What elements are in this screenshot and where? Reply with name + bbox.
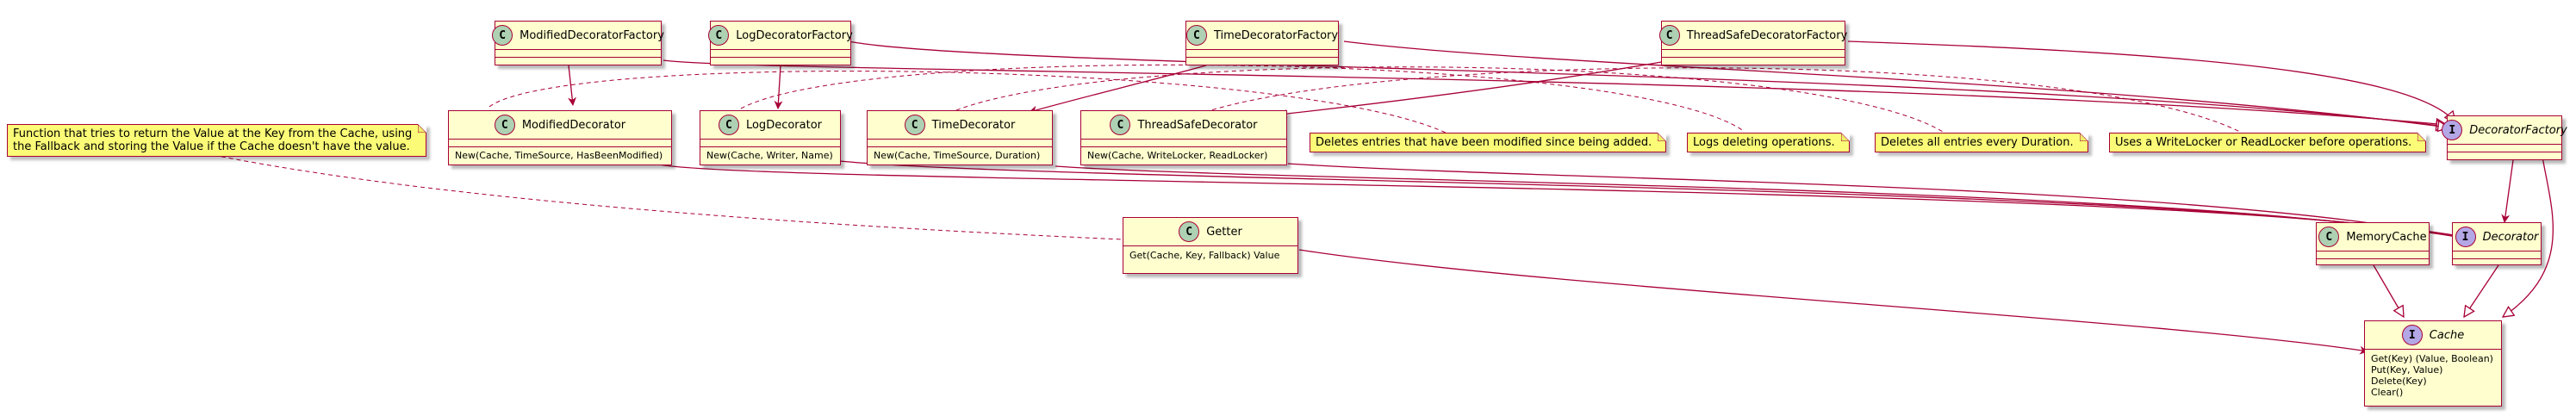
- modified-note-link: [488, 71, 1448, 134]
- td-realizes-decorator: [1055, 165, 2467, 239]
- interface-decorator-factory[interactable]: I DecoratorFactory: [2442, 115, 2567, 160]
- class-icon: C: [718, 115, 739, 135]
- note-fold-icon: [2417, 133, 2427, 141]
- interface-decorator[interactable]: I Decorator: [2452, 222, 2542, 265]
- memcache-realizes-cache: [2373, 264, 2404, 317]
- method: New(Cache, TimeSource, Duration): [874, 150, 1041, 161]
- note-fold-icon: [1658, 133, 1667, 141]
- method: Delete(Key): [2371, 376, 2427, 387]
- class-name: MemoryCache: [2346, 230, 2427, 244]
- note-line: Deletes entries that have been modified …: [1316, 136, 1652, 149]
- note-modified: Deletes entries that have been modified …: [1310, 133, 1667, 152]
- interface-name: DecoratorFactory: [2469, 123, 2567, 137]
- ldf-realizes-df: [848, 40, 2447, 127]
- class-name: LogDecorator: [745, 118, 823, 132]
- interface-name: Cache: [2429, 328, 2465, 342]
- class-icon: C: [1185, 25, 1207, 46]
- class-icon: C: [1658, 25, 1680, 46]
- class-thread-safe-decorator[interactable]: C ThreadSafeDecorator New(Cache, WriteLoc…: [1080, 110, 1287, 165]
- getter-to-cache-arrow: [1298, 249, 2368, 355]
- class-memory-cache[interactable]: C MemoryCache: [2316, 222, 2430, 265]
- class-log-decorator-factory[interactable]: C LogDecoratorFactory: [708, 21, 853, 65]
- tsdf-realizes-df: [1847, 40, 2455, 122]
- class-modified-decorator[interactable]: C ModifiedDecorator New(Cache, TimeSource…: [448, 110, 672, 165]
- class-icon: C: [904, 115, 925, 135]
- note-fold-icon: [1840, 133, 1850, 141]
- class-name: ModifiedDecoratorFactory: [520, 28, 664, 42]
- ldf-to-ld-arrow: [774, 65, 783, 109]
- class-name: TimeDecoratorFactory: [1213, 28, 1339, 42]
- class-name: ThreadSafeDecoratorFactory: [1686, 28, 1848, 42]
- class-modified-decorator-factory[interactable]: C ModifiedDecoratorFactory: [492, 21, 664, 65]
- method: Clear(): [2371, 387, 2404, 398]
- class-icon: C: [492, 25, 513, 46]
- note-line: Uses a WriteLocker or ReadLocker before …: [2115, 136, 2412, 149]
- class-icon: C: [1179, 221, 1200, 242]
- tsd-realizes-decorator: [1287, 163, 2469, 239]
- class-name: ModifiedDecorator: [521, 118, 626, 132]
- class-icon: C: [2318, 227, 2340, 247]
- df-to-decorator-arrow: [2501, 159, 2514, 223]
- interface-icon: I: [2455, 227, 2476, 247]
- class-name: ThreadSafeDecorator: [1137, 118, 1258, 132]
- df-to-cache-arrow: [2503, 151, 2554, 317]
- interface-icon: I: [2401, 325, 2423, 345]
- method: Put(Key, Value): [2371, 364, 2443, 376]
- log-note-link: [740, 64, 1745, 133]
- class-time-decorator-factory[interactable]: C TimeDecoratorFactory: [1185, 21, 1339, 65]
- method: New(Cache, Writer, Name): [706, 150, 833, 161]
- method: Get(Key) (Value, Boolean): [2371, 353, 2493, 364]
- class-icon: C: [708, 25, 730, 46]
- note-log: Logs deleting operations.: [1687, 133, 1850, 152]
- thread-note-link: [1197, 67, 2241, 133]
- tdf-to-td-arrow: [1029, 65, 1207, 115]
- method: Get(Cache, Key, Fallback) Value: [1129, 250, 1280, 261]
- interface-icon: I: [2442, 120, 2463, 140]
- note-thread-safe: Uses a WriteLocker or ReadLocker before …: [2109, 133, 2427, 152]
- tdf-realizes-df: [1343, 40, 2448, 127]
- class-name: Getter: [1206, 225, 1242, 239]
- class-icon: C: [1110, 115, 1131, 135]
- note-line: the Fallback and storing the Value if th…: [13, 140, 410, 153]
- md-realizes-decorator: [654, 163, 2464, 237]
- class-name: TimeDecorator: [931, 118, 1016, 132]
- decorator-realizes-cache: [2464, 264, 2499, 317]
- class-log-decorator[interactable]: C LogDecorator New(Cache, Writer, Name): [700, 110, 841, 165]
- class-name: LogDecoratorFactory: [736, 28, 853, 42]
- note-getter: Function that tries to return the Value …: [7, 124, 427, 157]
- note-line: Logs deleting operations.: [1693, 136, 1835, 149]
- note-fold-icon: [418, 124, 427, 133]
- getter-note-link: [213, 154, 1123, 240]
- ld-realizes-decorator: [831, 159, 2466, 238]
- class-time-decorator[interactable]: C TimeDecorator New(Cache, TimeSource, Du…: [867, 110, 1053, 165]
- mdf-to-md-arrow: [568, 65, 576, 106]
- interface-cache[interactable]: I Cache Get(Key) (Value, Boolean) Put(Key…: [2364, 320, 2502, 407]
- method: New(Cache, TimeSource, HasBeenModified): [455, 150, 663, 161]
- interface-name: Decorator: [2482, 230, 2539, 244]
- note-line: Deletes all entries every Duration.: [1881, 136, 2074, 149]
- class-getter[interactable]: C Getter Get(Cache, Key, Fallback) Value: [1123, 217, 1298, 274]
- method: New(Cache, WriteLocker, ReadLocker): [1087, 150, 1268, 161]
- class-thread-safe-decorator-factory[interactable]: C ThreadSafeDecoratorFactory: [1658, 21, 1848, 65]
- time-note-link: [955, 66, 1944, 133]
- tsdf-to-tsd-arrow: [1279, 59, 1672, 118]
- note-line: Function that tries to return the Value …: [13, 127, 413, 140]
- class-icon: C: [494, 115, 515, 135]
- mdf-realizes-df: [663, 59, 2447, 125]
- note-time: Deletes all entries every Duration.: [1875, 133, 2088, 152]
- note-fold-icon: [2079, 133, 2088, 141]
